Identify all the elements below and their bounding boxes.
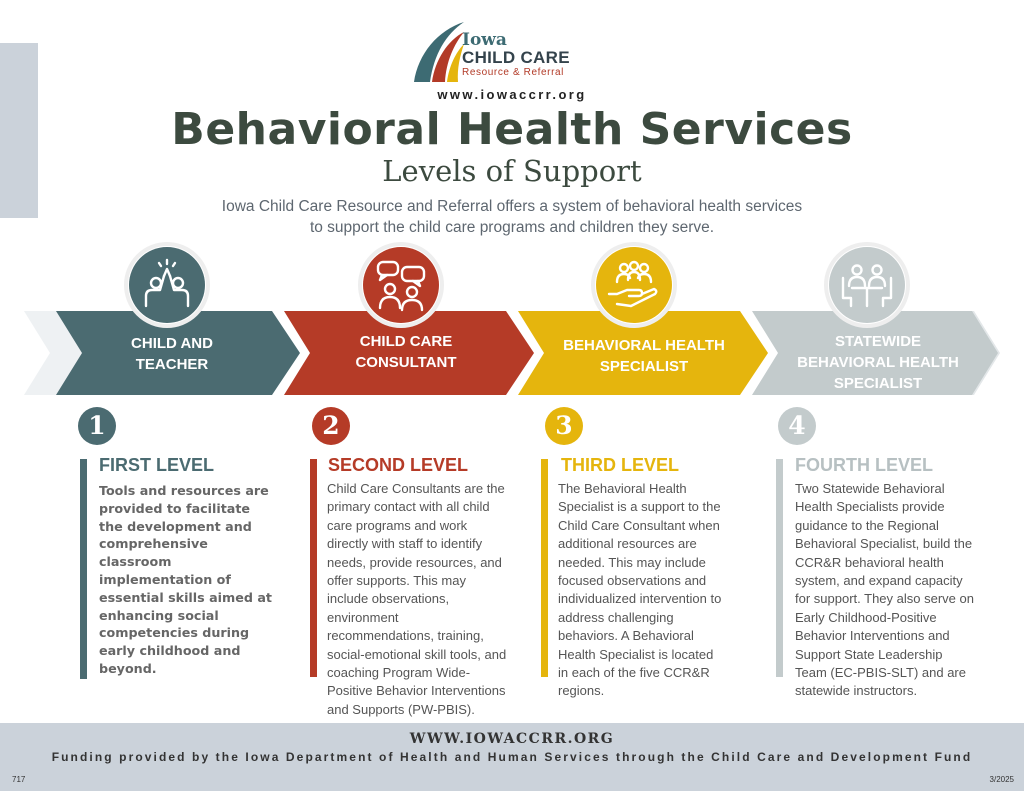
level-4-accent-bar [776,459,783,677]
level-2-accent-bar [310,459,317,677]
support-chevron-band [24,311,1000,395]
meeting-table-icon [841,264,893,308]
level-4-heading: FOURTH LEVEL [795,455,933,475]
logo-text-resource-referral: Resource & Referral [462,67,564,78]
intro-line-2: to support the child care programs and c… [309,219,715,236]
chevron-1 [56,311,300,395]
chevron-3 [518,311,768,395]
chevron-2 [284,311,534,395]
logo-swoosh-icon [414,22,464,82]
footer-date: 3/2025 [989,775,1014,784]
level-4-number: 4 [778,407,816,445]
stage-1-icon-badge [124,242,210,328]
level-2-heading: SECOND LEVEL [328,455,469,475]
level-1-accent-bar [80,459,87,679]
footer-band: WWW.IOWACCRR.ORG Funding provided by the… [0,723,1024,791]
chevron-4 [752,311,998,395]
footer-funding-note: Funding provided by the Iowa Department … [51,750,973,764]
stage-2-icon-badge [358,242,444,328]
logo-text-iowa: Iowa [462,30,507,50]
high-five-icon [144,258,190,308]
level-1-number: 1 [78,407,116,445]
intro-text: Iowa Child Care Resource and Referral of… [170,196,854,238]
level-3-accent-bar [541,459,548,677]
stage-3-icon-badge [591,242,677,328]
footer-code: 717 [12,775,26,784]
chevron-0-tail [24,311,82,395]
logo-text-child-care: CHILD CARE [462,48,570,67]
level-2-number: 2 [312,407,350,445]
level-1-heading: FIRST LEVEL [99,455,215,475]
side-accent-bar [0,43,38,218]
conversation-icon [376,260,426,312]
footer-website-link[interactable]: WWW.IOWACCRR.ORG [409,731,615,747]
intro-line-1: Iowa Child Care Resource and Referral of… [221,198,803,215]
ccrr-logo: Iowa CHILD CARE Resource & Referral [412,18,612,88]
stage-4-icon-badge [824,242,910,328]
website-link[interactable]: www.iowaccrr.org [437,87,587,102]
page-subtitle: Levels of Support [382,154,642,188]
page-title: Behavioral Health Services [171,104,853,155]
level-3-heading: THIRD LEVEL [561,455,680,475]
level-3-number: 3 [545,407,583,445]
support-hand-icon [607,260,658,308]
